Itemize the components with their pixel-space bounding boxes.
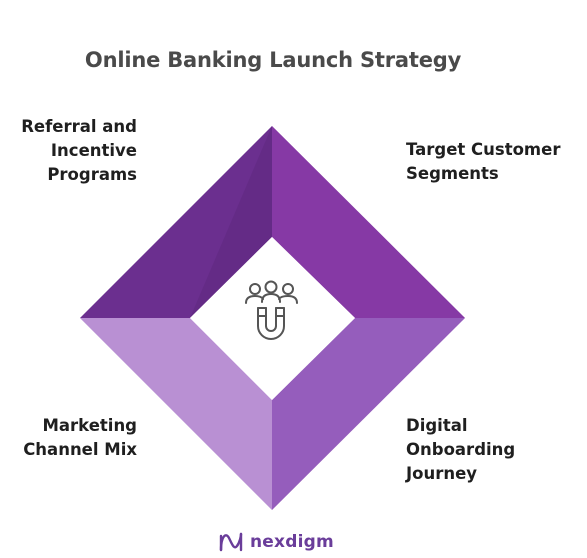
segment-bottom-right xyxy=(272,318,465,510)
segment-bottom-left xyxy=(80,318,272,510)
nexdigm-logo-icon xyxy=(219,532,243,552)
segment-top-right xyxy=(272,126,465,318)
center-diamond xyxy=(190,237,355,400)
label-referral-incentive: Referral and Incentive Programs xyxy=(21,117,137,184)
nexdigm-logo: nexdigm xyxy=(218,528,334,556)
label-target-segments: Target Customer Segments xyxy=(406,140,561,183)
people-magnet-icon xyxy=(245,280,298,340)
segment-top-left xyxy=(80,126,272,318)
logo-text: nexdigm xyxy=(250,532,334,552)
diagram-title: Online Banking Launch Strategy xyxy=(84,48,462,72)
label-digital-onboarding: Digital Onboarding Journey xyxy=(406,416,516,483)
label-marketing-channel: Marketing Channel Mix xyxy=(23,416,137,459)
